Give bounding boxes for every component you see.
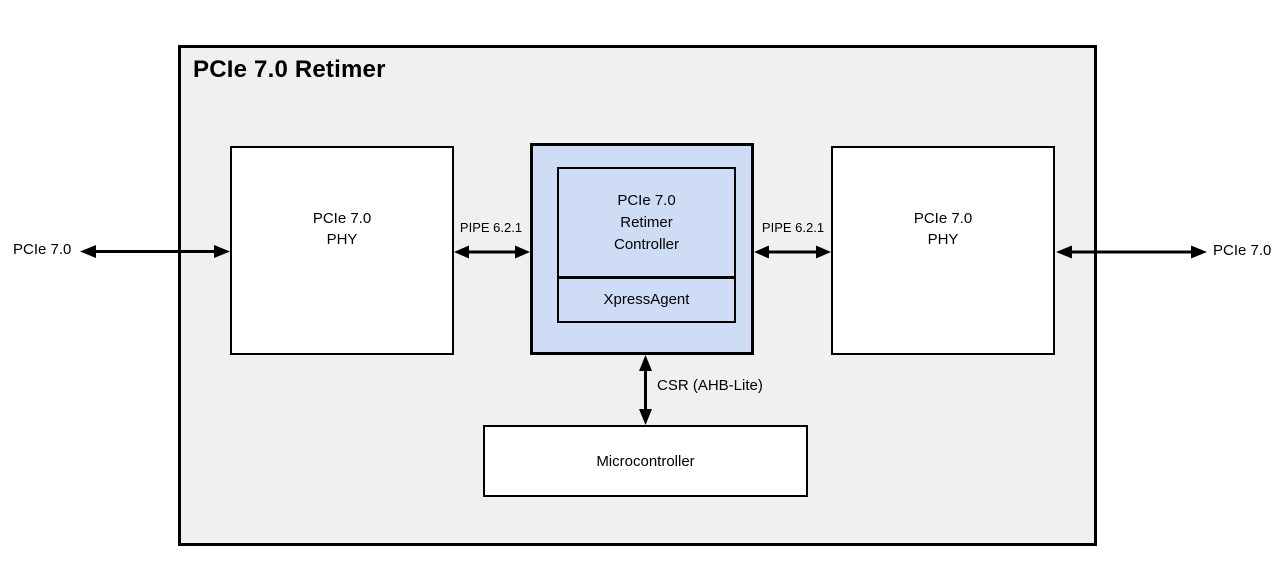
csr-link-label: CSR (AHB-Lite) (657, 377, 763, 394)
controller-label-line2: Retimer (620, 213, 673, 231)
diagram-title: PCIe 7.0 Retimer (193, 56, 386, 83)
microcontroller-label: Microcontroller (596, 452, 695, 470)
xpress-agent-label: XpressAgent (603, 291, 690, 308)
left-phy-label-line1: PCIe 7.0 (312, 210, 372, 227)
controller-label-line3: Controller (613, 235, 680, 253)
block-microcontroller: Microcontroller (483, 425, 808, 497)
right-phy-label-line2: PHY (927, 231, 959, 248)
external-right-link-label: PCIe 7.0 (1213, 242, 1272, 259)
pipe-right-link-label: PIPE 6.2.1 (761, 220, 825, 235)
external-left-link-label: PCIe 7.0 (13, 241, 72, 258)
block-right-phy: PCIe 7.0 PHY (831, 146, 1055, 355)
block-retimer-controller-inner: PCIe 7.0 Retimer Controller XpressAgent (557, 167, 736, 323)
pipe-left-link-label: PIPE 6.2.1 (459, 220, 523, 235)
controller-label-line1: PCIe 7.0 (617, 191, 676, 209)
xpress-agent-section: XpressAgent (559, 276, 734, 321)
retimer-controller-section: PCIe 7.0 Retimer Controller (559, 169, 734, 276)
block-left-phy: PCIe 7.0 PHY (230, 146, 454, 355)
right-phy-label-line1: PCIe 7.0 (913, 210, 973, 227)
left-phy-label-line2: PHY (326, 231, 358, 248)
